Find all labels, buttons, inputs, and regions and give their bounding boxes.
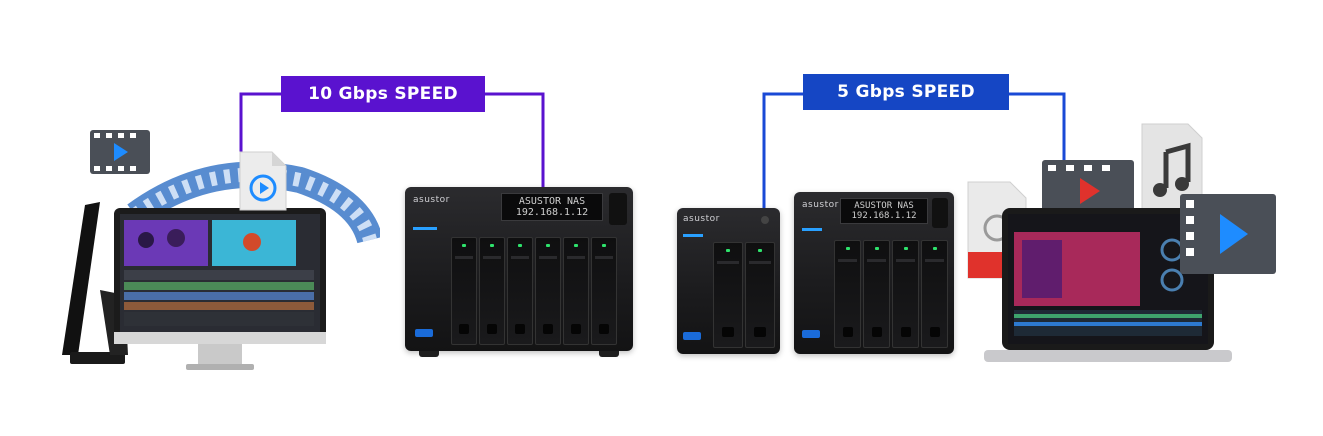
lcd-line-1: ASUSTOR NAS [854, 201, 914, 211]
drive-bay[interactable] [591, 237, 617, 345]
drive-bay[interactable] [713, 242, 743, 348]
video-file-icon [1042, 160, 1134, 216]
film-strip-icon [127, 161, 383, 244]
nas-4-bay-brand: asustor [802, 200, 839, 210]
drive-bay[interactable] [921, 240, 948, 348]
drive-bay[interactable] [563, 237, 589, 345]
nas-4-bay-lcd: ASUSTOR NAS 192.168.1.12 [840, 198, 928, 224]
nas-6-bay: asustor ASUSTOR NAS 192.168.1.12 [405, 187, 633, 357]
lcd-line-2: 192.168.1.12 [515, 207, 589, 218]
drive-bay[interactable] [451, 237, 477, 345]
power-button[interactable] [761, 216, 769, 224]
drive-bay[interactable] [535, 237, 561, 345]
imac-monitor [114, 208, 326, 370]
play-icon [1180, 194, 1276, 274]
right-speed-label: 5 Gbps SPEED [803, 74, 1009, 110]
lcd-buttons[interactable] [932, 198, 948, 228]
left-speed-label: 10 Gbps SPEED [281, 76, 485, 112]
nas-4-bay: asustor ASUSTOR NAS 192.168.1.12 [794, 192, 954, 354]
drive-bay[interactable] [745, 242, 775, 348]
lcd-buttons[interactable] [609, 193, 627, 225]
nas-foot [599, 351, 619, 357]
nas-2-bay: asustor [677, 208, 780, 354]
imac-illustration [62, 130, 383, 370]
usb-port [802, 330, 820, 338]
laptop-group [962, 120, 1284, 375]
drive-bay[interactable] [507, 237, 533, 345]
usb-port [683, 332, 701, 340]
video-file-icon [90, 130, 150, 174]
right-speed-text: 5 Gbps SPEED [837, 82, 975, 102]
nas-6-bay-lcd: ASUSTOR NAS 192.168.1.12 [501, 193, 603, 221]
drive-bay[interactable] [892, 240, 919, 348]
left-speed-text: 10 Gbps SPEED [308, 84, 458, 104]
imac-group [40, 120, 383, 380]
laptop-illustration [967, 123, 1276, 362]
drive-bay[interactable] [834, 240, 861, 348]
nas-4-bay-accent [802, 228, 822, 231]
lcd-line-1: ASUSTOR NAS [518, 196, 586, 207]
macbook-laptop [984, 208, 1232, 362]
lcd-line-2: 192.168.1.12 [851, 211, 917, 221]
play-document-icon [239, 151, 287, 211]
nas-2-bay-brand: asustor [683, 214, 720, 224]
nas-6-bay-accent [413, 227, 437, 230]
nas-foot [419, 351, 439, 357]
drive-bay[interactable] [479, 237, 505, 345]
nas-2-bay-accent [683, 234, 703, 237]
drive-bay[interactable] [863, 240, 890, 348]
usb-port [415, 329, 433, 337]
nas-6-bay-brand: asustor [413, 195, 450, 205]
